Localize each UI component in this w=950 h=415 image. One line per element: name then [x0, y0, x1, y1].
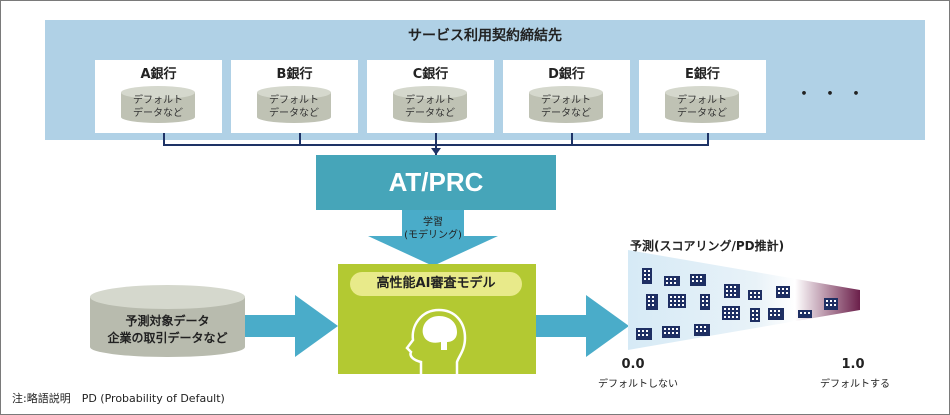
database-icon: デフォルトデータなど	[257, 86, 331, 129]
bank-name: A銀行	[140, 67, 177, 82]
bank-box-e: E銀行 デフォルトデータなど	[639, 60, 766, 133]
connector-line	[163, 133, 165, 145]
database-label-line1: デフォルト	[269, 95, 319, 106]
ai-model-title: 高性能AI審査モデル	[350, 272, 522, 296]
learning-label-line2: (モデリング)	[404, 230, 462, 241]
database-icon: デフォルトデータなど	[665, 86, 739, 129]
building-icon	[750, 308, 760, 322]
bank-box-d: D銀行 デフォルトデータなど	[503, 60, 630, 133]
scale-high-value: 1.0	[841, 357, 865, 372]
learning-label-line1: 学習	[423, 217, 443, 228]
database-icon: デフォルトデータなど	[529, 86, 603, 129]
connector-line	[299, 133, 301, 145]
building-icon	[662, 326, 680, 338]
connector-line	[707, 133, 709, 145]
database-icon: デフォルトデータなど	[393, 86, 467, 129]
database-label-line2: データなど	[133, 108, 183, 119]
database-label-line1: デフォルト	[541, 95, 591, 106]
scale-low-label: デフォルトしない	[598, 379, 678, 390]
model-to-prediction-arrow	[536, 295, 629, 357]
learning-arrow	[368, 210, 498, 266]
building-icon	[722, 306, 740, 320]
bank-name: E銀行	[685, 67, 720, 82]
input-to-model-arrow	[245, 295, 338, 357]
database-label-line2: データなど	[541, 108, 591, 119]
input-data-line2: 企業の取引データなど	[107, 331, 228, 345]
footnote: 注:略語説明 PD (Probability of Default)	[12, 392, 225, 405]
database-label-line1: デフォルト	[405, 95, 455, 106]
connector-line	[571, 133, 573, 145]
building-icon	[642, 268, 652, 284]
more-banks-ellipsis: ・・・	[795, 84, 873, 105]
connector-arrowhead	[431, 140, 441, 155]
database-label-line2: データなど	[405, 108, 455, 119]
ai-model-box: 高性能AI審査モデル	[338, 264, 536, 374]
input-data-database-icon: 予測対象データ 企業の取引データなど	[90, 285, 245, 367]
database-icon: デフォルトデータなど	[121, 86, 195, 129]
contract-panel-title: サービス利用契約締結先	[408, 28, 562, 44]
building-icon	[664, 276, 680, 286]
platform-box: AT/PRC	[316, 155, 556, 210]
input-data-line1: 予測対象データ	[125, 314, 210, 328]
prediction-title: 予測(スコアリング/PD推計)	[630, 239, 785, 253]
contract-partners-panel: サービス利用契約締結先 A銀行 デフォルトデータなど B銀行 デフォルトデータな…	[45, 20, 925, 155]
bank-name: B銀行	[276, 67, 313, 82]
bank-name: D銀行	[548, 67, 585, 82]
learning-label: 学習 (モデリング)	[368, 216, 498, 242]
building-icon	[748, 290, 762, 300]
database-label-line1: デフォルト	[133, 95, 183, 106]
brain-head-icon	[405, 308, 467, 374]
database-label-line2: データなど	[677, 108, 727, 119]
building-icon	[700, 294, 710, 310]
database-label-line2: データなど	[269, 108, 319, 119]
database-label-line1: デフォルト	[677, 95, 727, 106]
prediction-funnel	[628, 250, 860, 350]
bank-box-a: A銀行 デフォルトデータなど	[95, 60, 222, 133]
bank-box-c: C銀行 デフォルトデータなど	[367, 60, 494, 133]
bank-box-b: B銀行 デフォルトデータなど	[231, 60, 358, 133]
building-icon	[668, 294, 686, 308]
bank-name: C銀行	[412, 67, 449, 82]
scale-high-label: デフォルトする	[820, 379, 890, 390]
scale-low-value: 0.0	[621, 357, 645, 372]
